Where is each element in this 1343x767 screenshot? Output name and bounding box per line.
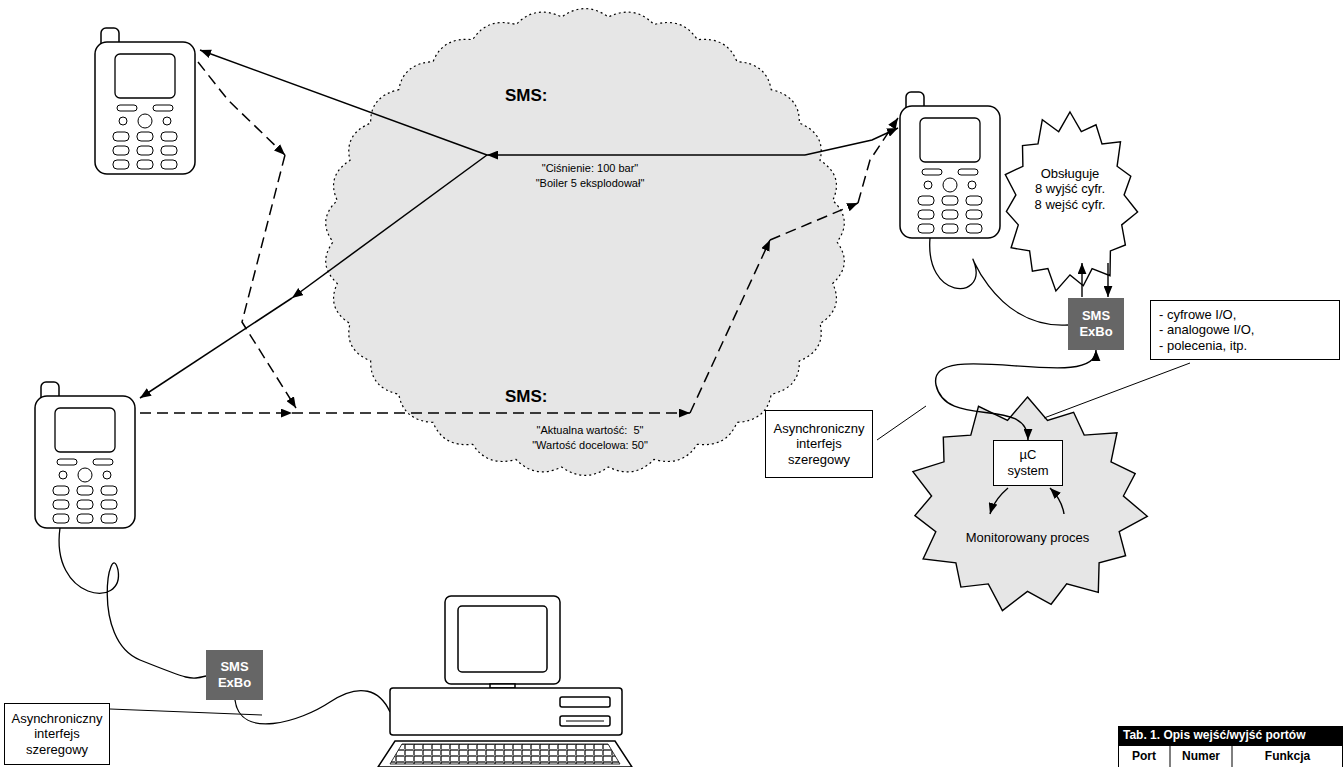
text-area: Monitorowany proces <box>965 519 1090 557</box>
desktop-computer <box>378 596 632 767</box>
drawing-part <box>560 697 610 707</box>
node-text: SMS ExBo <box>1071 308 1121 339</box>
drawing-part <box>1050 488 1064 514</box>
drawing-part <box>140 298 292 398</box>
drawing-part <box>1107 263 1108 297</box>
node-text: SMS ExBo <box>209 659 260 690</box>
node-text: Obsługuje <box>1020 166 1120 182</box>
module-box: SMS ExBo <box>206 650 263 700</box>
mobile-phone <box>95 28 195 174</box>
table-title: Tab. 1. Opis wejść/wyjść portów <box>1118 726 1343 745</box>
table-header-cell: Funkcja <box>1232 746 1343 767</box>
node-text: µC system <box>1003 447 1053 478</box>
note-box: - cyfrowe I/O,- analogowe I/O,- poleceni… <box>1150 300 1340 360</box>
interface-box: Asynchroniczny interfejs szeregowy <box>765 410 873 478</box>
serial-cable <box>936 350 1096 440</box>
drawing-part <box>110 709 262 715</box>
table-header-cell: Port <box>1118 746 1170 767</box>
cables <box>59 238 1068 724</box>
message-text: "Ciśnienie: 100 bar" <box>520 162 660 175</box>
drawing-part <box>378 741 632 767</box>
mobile-phone <box>900 92 1000 238</box>
drawing-part <box>1170 745 1171 767</box>
node-text: - analogowe I/O, <box>1159 322 1331 338</box>
drawing-part <box>390 744 620 764</box>
starburst-shape <box>1005 112 1137 291</box>
starburst-outline <box>905 395 1150 615</box>
node-text: 8 wyjść cyfr. <box>1020 181 1120 197</box>
drawing-part <box>292 412 690 414</box>
drawing-part <box>566 721 604 722</box>
drawing-part <box>805 128 898 155</box>
node-text: Asynchroniczny interfejs szeregowy <box>10 711 104 758</box>
drawing-part <box>690 240 770 413</box>
drawing-part <box>770 203 858 240</box>
drawing-part <box>487 154 805 156</box>
network-cloud <box>326 9 845 476</box>
message-text: "Boiler 5 eksplodował" <box>520 177 660 190</box>
drawing-part <box>858 118 898 203</box>
table-header-cell: Numer <box>1170 746 1232 767</box>
node-text: Asynchroniczny interfejs szeregowy <box>771 421 867 468</box>
node-text: Monitorowany proces <box>965 530 1090 546</box>
drawing-part <box>242 155 296 408</box>
text-area: Obsługuje8 wyjść cyfr.8 wejść cyfr. <box>1020 162 1120 216</box>
table-grid <box>1118 726 1343 767</box>
interface-box: Asynchroniczny interfejs szeregowy <box>4 703 110 765</box>
drawing-part <box>1118 726 1343 745</box>
node-text: - cyfrowe I/O, <box>1159 307 1331 323</box>
drawing-part <box>877 406 926 440</box>
module-box: SMS ExBo <box>1068 298 1124 350</box>
drawing-part <box>1119 746 1343 767</box>
starburst-shape <box>913 397 1147 611</box>
drawing-part <box>140 412 292 414</box>
drawing-part <box>200 50 487 155</box>
drawing-part <box>1044 363 1190 418</box>
drawing-part <box>59 528 206 678</box>
node-text: - polecenia, itp. <box>1159 338 1331 354</box>
drawing-part <box>458 606 547 672</box>
drawing-part <box>990 488 1008 514</box>
drawing-part <box>445 596 560 684</box>
message-text: "Wartość docelowa: 50" <box>520 439 660 452</box>
leader-lines <box>877 363 1190 440</box>
mobile-phone <box>35 382 135 528</box>
drawing-part <box>560 716 610 726</box>
sms-solid-arrows <box>140 50 898 398</box>
drawing-part <box>198 62 285 155</box>
process-starburst: Monitorowany proces µC system <box>905 395 1150 615</box>
drawing-part <box>390 688 622 735</box>
message-heading: SMS: <box>505 387 565 407</box>
node-text: 8 wejść cyfr. <box>1020 197 1120 213</box>
drawing-part <box>1081 263 1082 297</box>
controller-box: µC system <box>993 440 1063 486</box>
message-text: "Aktualna wartość: 5" <box>520 424 660 437</box>
local-arrows <box>990 263 1108 514</box>
drawing-part <box>292 155 487 298</box>
drawing-part <box>1232 745 1233 767</box>
edge-group <box>936 350 1096 440</box>
starburst-callout: Obsługuje8 wyjść cyfr.8 wejść cyfr. <box>1000 110 1140 295</box>
sms-dashed-arrows <box>140 62 898 413</box>
message-heading: SMS: <box>505 86 565 106</box>
